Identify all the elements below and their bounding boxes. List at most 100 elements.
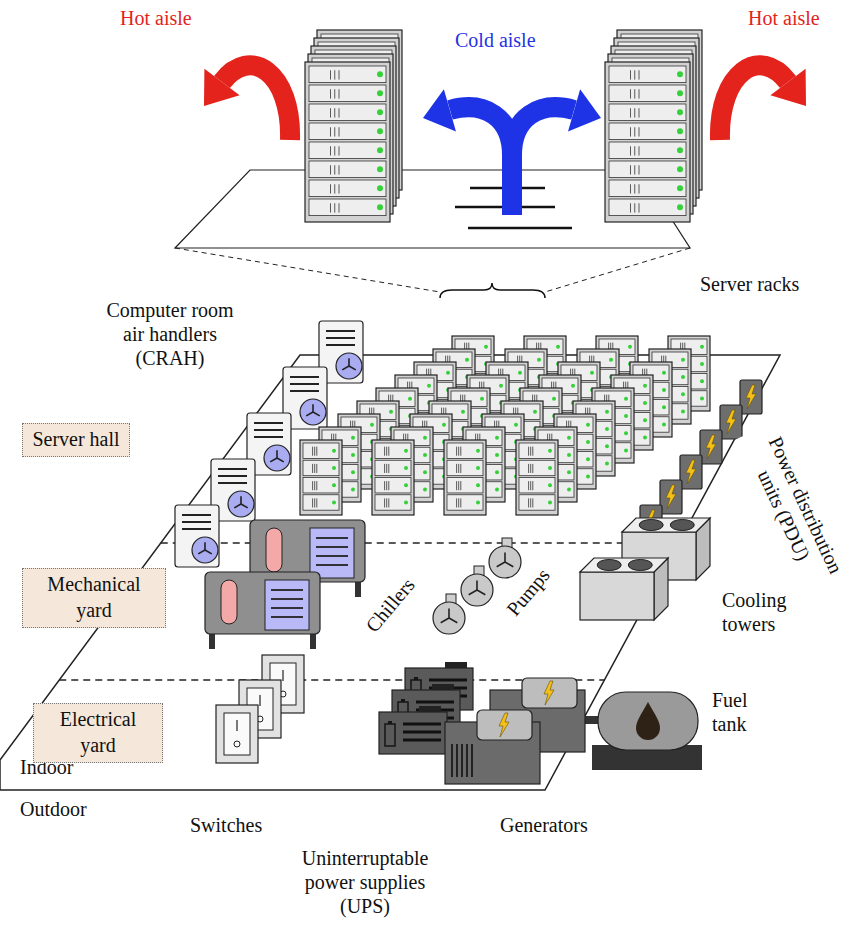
chiller-vessel: [221, 580, 237, 624]
fan-blade: [441, 618, 449, 623]
vent-tick: [339, 108, 340, 117]
vent-tick: [339, 89, 340, 98]
vent-tick: [532, 481, 533, 490]
vent-tick: [330, 184, 331, 193]
fuel-tank: [592, 692, 702, 770]
status-led: [404, 500, 408, 504]
server-unit: [519, 478, 555, 493]
vent-tick: [630, 203, 631, 212]
generator-vent: [451, 744, 453, 777]
arrow-head: [770, 69, 806, 106]
lightning-symbol: [686, 460, 696, 484]
ups-line: [403, 731, 441, 734]
status-led: [476, 500, 480, 504]
status-led: [332, 466, 336, 470]
vent-tick: [456, 498, 457, 507]
lightning-symbol: [726, 410, 736, 434]
chiller-panel: [265, 580, 309, 630]
vent-tick: [339, 127, 340, 136]
fan-blade: [449, 618, 457, 623]
vent-tick: [334, 89, 335, 98]
cold-aisle-arrow: [423, 89, 601, 215]
status-led: [609, 358, 613, 362]
vent-tick: [528, 464, 529, 473]
rack-frame: [300, 440, 342, 515]
rack-frame: [516, 440, 558, 515]
fan-disc: [228, 491, 254, 517]
status-led: [377, 166, 383, 172]
pdu-units: [640, 380, 762, 539]
status-led: [446, 371, 450, 375]
status-led: [404, 483, 408, 487]
crah-grille: [254, 422, 283, 424]
vent-tick: [630, 89, 631, 98]
status-led: [605, 410, 609, 414]
ups-body: [379, 712, 447, 754]
vent-tick: [330, 203, 331, 212]
vent-tick: [312, 498, 313, 507]
fan-blade: [306, 412, 313, 416]
status-led: [662, 371, 666, 375]
vent-tick: [339, 146, 340, 155]
vent-tick: [386, 447, 387, 456]
fan-blade: [312, 404, 314, 412]
vent-tick: [460, 481, 461, 490]
inset-floor: [175, 170, 690, 248]
vent-tick: [386, 464, 387, 473]
status-led: [548, 483, 552, 487]
vent-tick: [639, 127, 640, 136]
fan-blade: [198, 550, 205, 554]
tower-fan: [670, 520, 694, 531]
server-unit: [309, 104, 386, 121]
rack-frame: [372, 440, 414, 515]
server-unit: [375, 495, 411, 510]
status-led: [377, 90, 383, 96]
vent-tick: [388, 481, 389, 490]
zone-box: Mechanical yard: [22, 568, 166, 628]
status-led: [423, 453, 427, 457]
lightning-symbol: [746, 385, 756, 409]
vent-tick: [634, 127, 635, 136]
status-led: [677, 71, 683, 77]
status-led: [332, 449, 336, 453]
part-label: Switches: [190, 813, 262, 837]
vent-tick: [456, 464, 457, 473]
status-led: [404, 466, 408, 470]
status-led: [681, 358, 685, 362]
server-unit: [609, 123, 686, 140]
lightning-symbol: [666, 485, 676, 509]
vent-tick: [316, 498, 317, 507]
status-led: [518, 371, 522, 375]
vent-tick: [334, 108, 335, 117]
vent-tick: [458, 464, 459, 473]
status-led: [677, 128, 683, 134]
status-led: [643, 384, 647, 388]
fan-disc: [264, 445, 290, 471]
chiller-vessel: [266, 528, 282, 572]
vent-tick: [639, 165, 640, 174]
fan-blade: [205, 550, 212, 554]
status-led: [677, 109, 683, 115]
pumps: [433, 538, 521, 634]
status-led: [586, 440, 590, 444]
fan-blade: [313, 412, 320, 416]
fan-blade: [342, 366, 349, 370]
vent-tick: [388, 498, 389, 507]
fan-blade: [504, 552, 506, 562]
status-led: [662, 405, 666, 409]
part-label: Fuel tank: [712, 688, 782, 736]
vent-tick: [334, 70, 335, 79]
hot-aisle-arrow: [720, 65, 806, 140]
vent-tick: [634, 165, 635, 174]
server-unit: [609, 199, 686, 216]
vent-tick: [456, 481, 457, 490]
vent-tick: [460, 447, 461, 456]
status-led: [605, 427, 609, 431]
rack-frame: [605, 62, 690, 222]
vent-tick: [334, 184, 335, 193]
status-led: [423, 487, 427, 491]
crah-grille: [182, 528, 211, 530]
generators: [445, 678, 602, 784]
vent-tick: [458, 447, 459, 456]
generator-panel: [477, 710, 532, 740]
